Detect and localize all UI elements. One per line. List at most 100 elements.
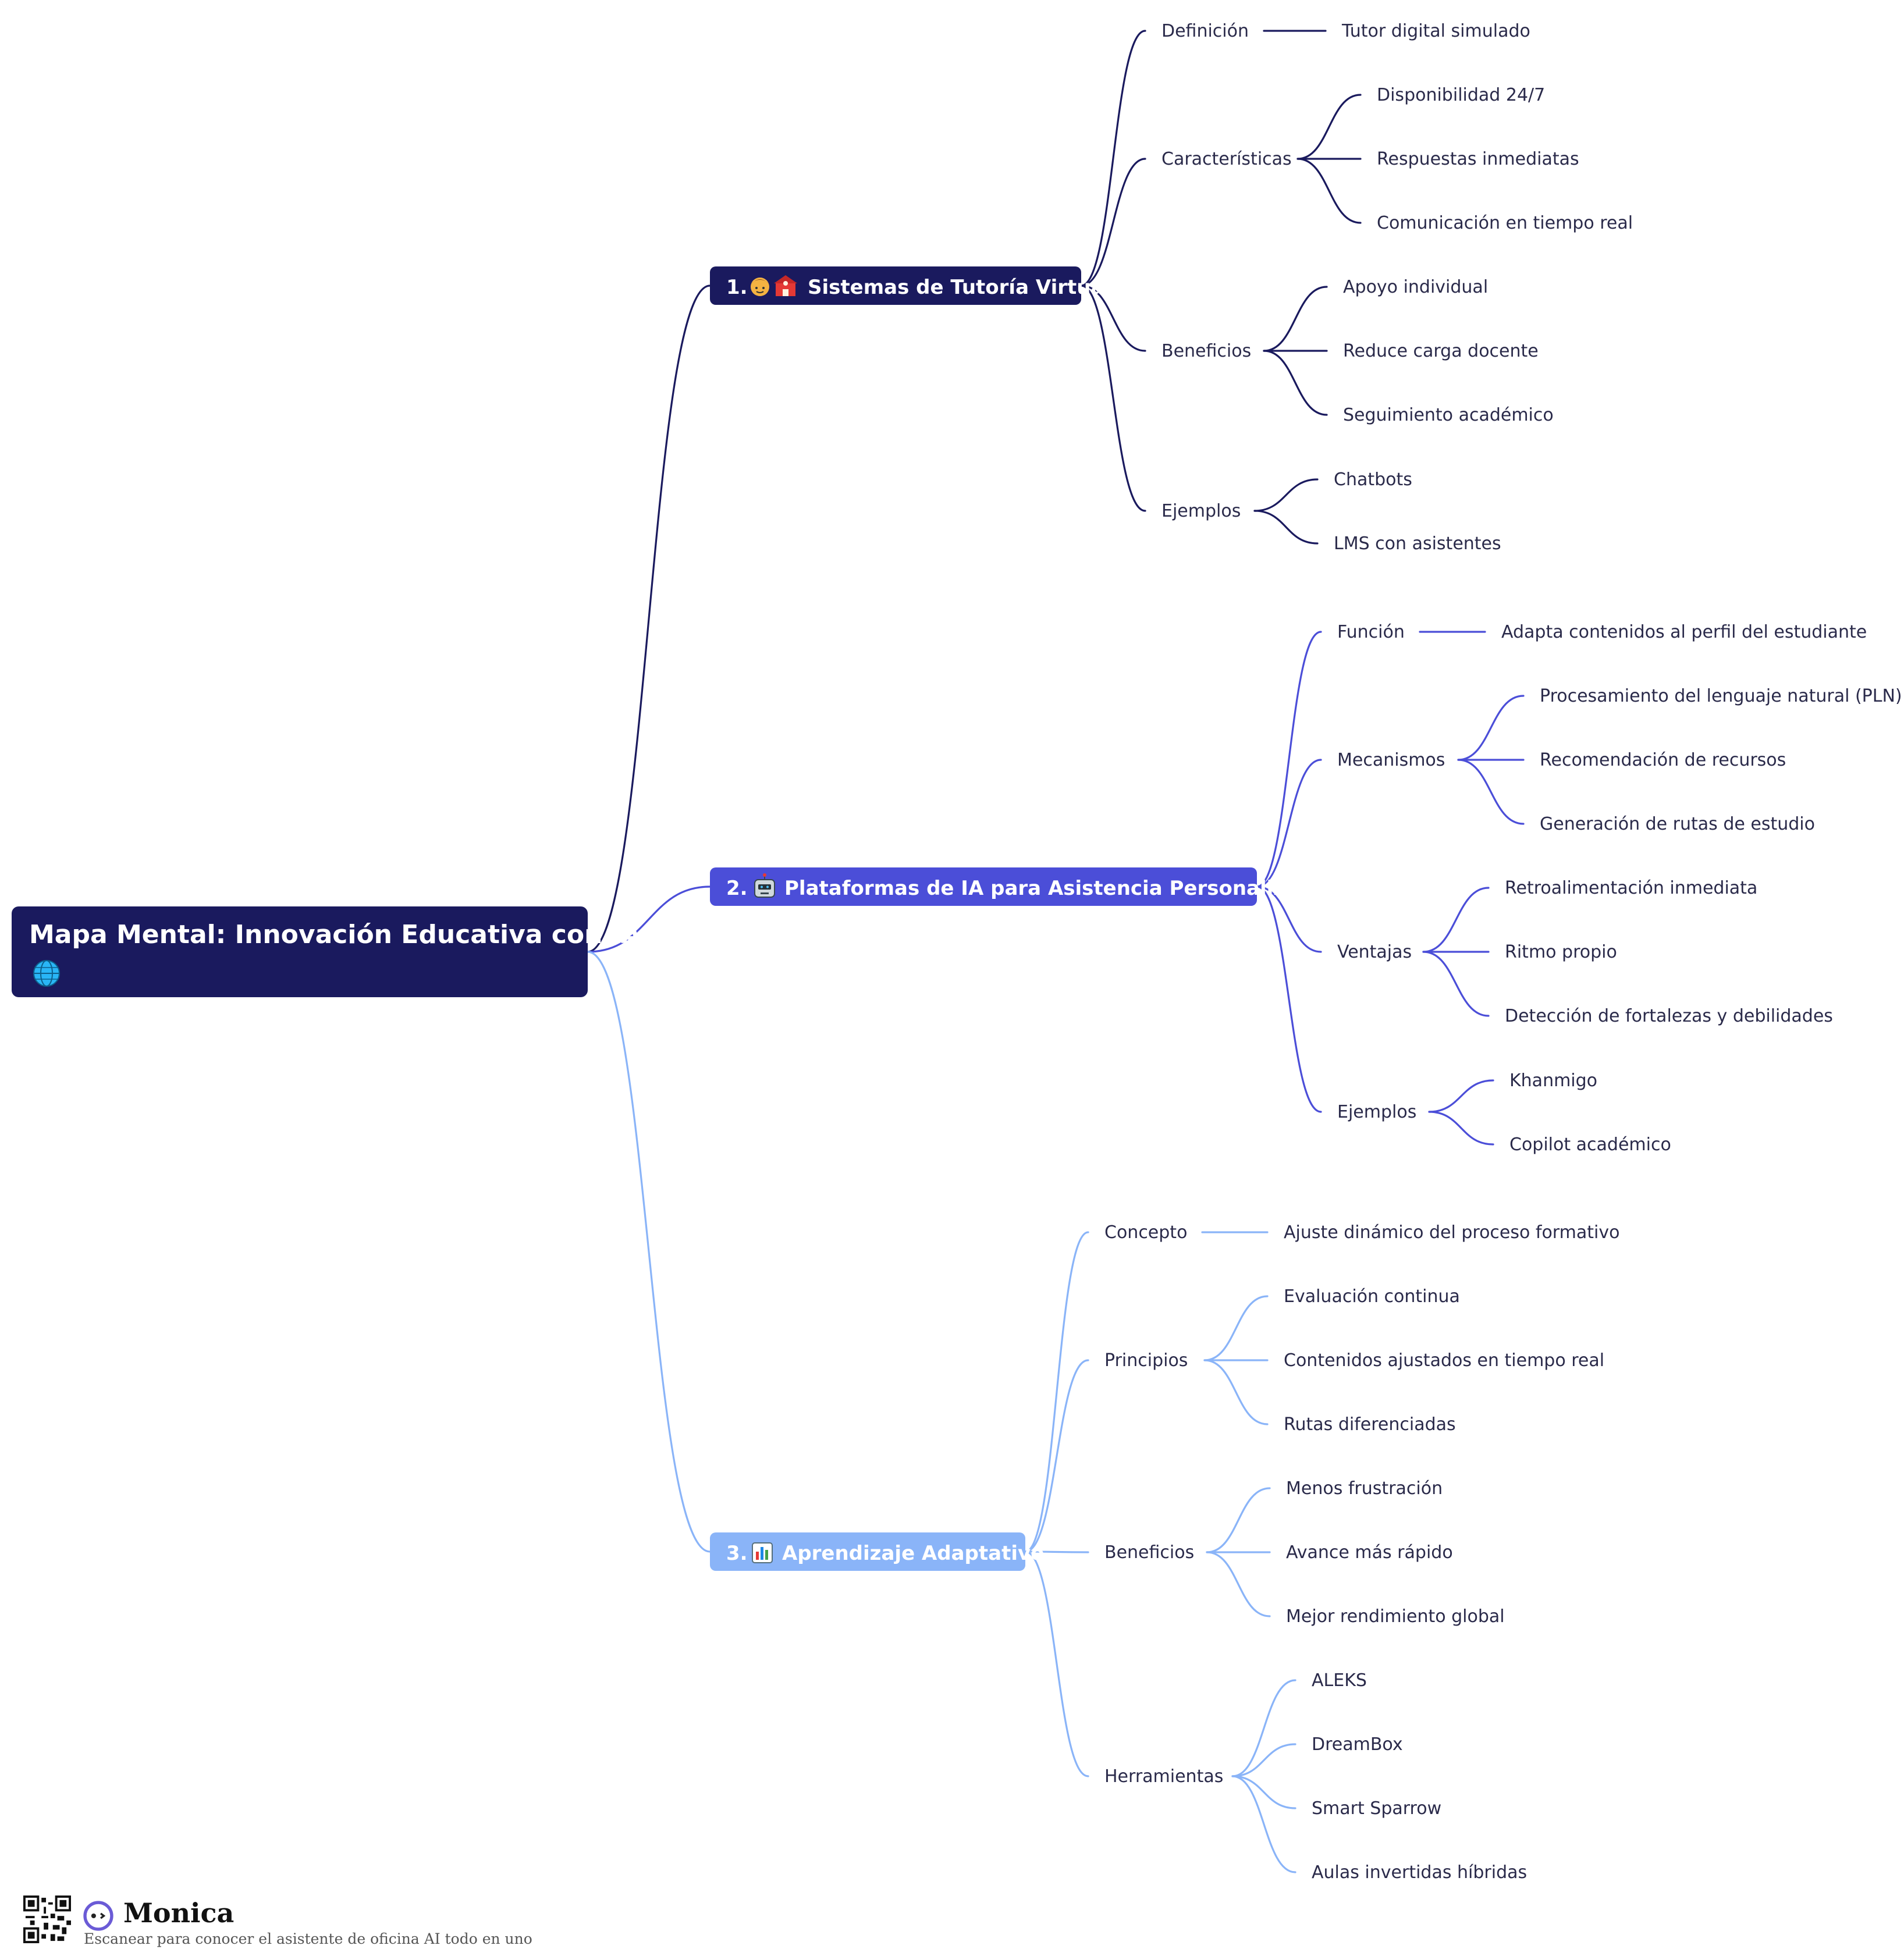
leaf-label[interactable]: Aulas invertidas híbridas xyxy=(1312,1862,1527,1883)
branch-box xyxy=(710,1532,1025,1571)
branch-box xyxy=(710,266,1081,305)
leaf-label[interactable]: Procesamiento del lenguaje natural (PLN) xyxy=(1540,686,1902,706)
connector-line xyxy=(1457,695,1525,761)
branch-box xyxy=(710,867,1257,906)
globe-icon xyxy=(33,960,60,987)
connector-line xyxy=(1296,158,1362,224)
leaf-label[interactable]: Smart Sparrow xyxy=(1312,1798,1441,1819)
subtopic-label[interactable]: Características xyxy=(1161,149,1292,169)
robot-icon xyxy=(754,873,775,898)
connector-line xyxy=(1203,1295,1269,1361)
branch-node-adaptativo[interactable]: 3. Aprendizaje Adaptativo xyxy=(710,1532,1045,1571)
connector-line xyxy=(1231,1679,1296,1777)
connector-line xyxy=(1231,1775,1296,1873)
connector-line xyxy=(1263,350,1328,416)
monica-logo-icon xyxy=(83,1901,113,1931)
connector-line xyxy=(587,951,711,1553)
subtopic-label[interactable]: Función xyxy=(1337,622,1405,642)
root-title: Mapa Mental: Innovación Educativa con IA xyxy=(29,920,641,949)
connector-line xyxy=(1428,1079,1494,1113)
connector-line xyxy=(1263,286,1328,352)
qr-code-icon[interactable] xyxy=(23,1895,71,1943)
connector-line xyxy=(1422,887,1490,953)
connector-line xyxy=(1256,759,1322,888)
leaf-label[interactable]: Disponibilidad 24/7 xyxy=(1377,85,1545,105)
connector-line xyxy=(1231,1743,1296,1777)
connector-line xyxy=(587,885,711,953)
leaf-label[interactable]: Respuestas inmediatas xyxy=(1377,149,1579,169)
leaf-label[interactable]: LMS con asistentes xyxy=(1334,534,1501,554)
brand-name: Monica xyxy=(123,1897,235,1929)
connector-line xyxy=(1080,30,1146,287)
connector-line xyxy=(1296,94,1362,160)
person-icon xyxy=(751,278,769,296)
connector-line xyxy=(1206,1487,1271,1553)
connector-line xyxy=(1256,885,1322,1113)
connector-line xyxy=(1080,284,1146,352)
brand-tagline: Escanear para conocer el asistente de of… xyxy=(84,1930,532,1947)
connector-line xyxy=(1080,284,1146,512)
subtopic-label[interactable]: Herramientas xyxy=(1104,1766,1223,1787)
leaf-label[interactable]: Seguimiento académico xyxy=(1343,405,1554,425)
connector-line xyxy=(587,284,711,953)
connector-line xyxy=(1206,1551,1271,1617)
connector-line xyxy=(1256,631,1322,888)
school-icon xyxy=(774,275,797,296)
connector-line xyxy=(1024,1550,1089,1777)
connectors xyxy=(587,30,1525,1873)
leaf-label[interactable]: Retroalimentación inmediata xyxy=(1505,878,1757,898)
leaf-label[interactable]: Apoyo individual xyxy=(1343,277,1488,297)
connector-line xyxy=(1231,1775,1296,1809)
bar-chart-icon xyxy=(752,1542,773,1563)
leaf-label[interactable]: ALEKS xyxy=(1312,1670,1367,1691)
branch-label: Aprendizaje Adaptativo xyxy=(782,1542,1045,1565)
subtopic-label[interactable]: Ventajas xyxy=(1337,942,1412,962)
leaf-label[interactable]: Contenidos ajustados en tiempo real xyxy=(1284,1350,1604,1371)
subtopic-label[interactable]: Definición xyxy=(1161,21,1249,41)
connector-line xyxy=(1024,1359,1089,1553)
connector-line xyxy=(1422,951,1490,1017)
connector-line xyxy=(1253,510,1319,545)
subtopic-label[interactable]: Beneficios xyxy=(1161,341,1251,361)
leaf-label[interactable]: Ritmo propio xyxy=(1505,942,1617,962)
leaf-label[interactable]: Copilot académico xyxy=(1509,1135,1671,1155)
leaf-label[interactable]: Tutor digital simulado xyxy=(1341,21,1530,41)
connector-line xyxy=(1428,1111,1494,1146)
branch-label: Plataformas de IA para Asistencia Person… xyxy=(784,877,1326,900)
connector-line xyxy=(1253,478,1319,512)
leaf-label[interactable]: Recomendación de recursos xyxy=(1540,750,1786,770)
connector-line xyxy=(1024,1231,1089,1553)
subtopic-label[interactable]: Concepto xyxy=(1104,1222,1187,1243)
leaf-label[interactable]: Mejor rendimiento global xyxy=(1286,1606,1505,1627)
connector-line xyxy=(1080,158,1146,287)
leaf-label[interactable]: Rutas diferenciadas xyxy=(1284,1414,1456,1435)
root-box xyxy=(12,906,588,997)
connector-line xyxy=(1256,885,1322,953)
branch-node-tutoria[interactable]: 1. Sistemas de Tutoría Virtual xyxy=(710,266,1111,305)
leaf-label[interactable]: Evaluación continua xyxy=(1284,1286,1460,1307)
subtopic-label[interactable]: Beneficios xyxy=(1104,1542,1194,1563)
connector-line xyxy=(1203,1359,1269,1425)
leaf-label[interactable]: Avance más rápido xyxy=(1286,1542,1453,1563)
leaf-label[interactable]: Ajuste dinámico del proceso formativo xyxy=(1284,1222,1619,1243)
leaf-label[interactable]: Reduce carga docente xyxy=(1343,341,1539,361)
subtopic-label[interactable]: Mecanismos xyxy=(1337,750,1445,770)
leaf-label[interactable]: Menos frustración xyxy=(1286,1478,1443,1499)
branch-prefix: 3. xyxy=(726,1542,748,1565)
leaf-label[interactable]: Generación de rutas de estudio xyxy=(1540,814,1815,834)
leaf-label[interactable]: Chatbots xyxy=(1334,470,1412,490)
leaf-label[interactable]: DreamBox xyxy=(1312,1734,1403,1755)
connector-line xyxy=(1457,759,1525,825)
footer: Monica Escanear para conocer el asistent… xyxy=(23,1895,547,1948)
subtopic-label[interactable]: Ejemplos xyxy=(1337,1102,1416,1122)
subtopic-label[interactable]: Ejemplos xyxy=(1161,501,1241,521)
root-node[interactable]: Mapa Mental: Innovación Educativa con IA xyxy=(12,906,641,997)
branch-prefix: 2. xyxy=(726,877,748,900)
leaf-label[interactable]: Khanmigo xyxy=(1509,1071,1597,1091)
branch-node-plataformas[interactable]: 2. Plataformas de IA para Asistencia Per… xyxy=(710,867,1326,906)
leaf-label[interactable]: Adapta contenidos al perfil del estudian… xyxy=(1501,622,1867,642)
leaf-label[interactable]: Comunicación en tiempo real xyxy=(1377,213,1633,233)
subtopic-label[interactable]: Principios xyxy=(1104,1350,1188,1371)
leaf-label[interactable]: Detección de fortalezas y debilidades xyxy=(1505,1006,1833,1026)
